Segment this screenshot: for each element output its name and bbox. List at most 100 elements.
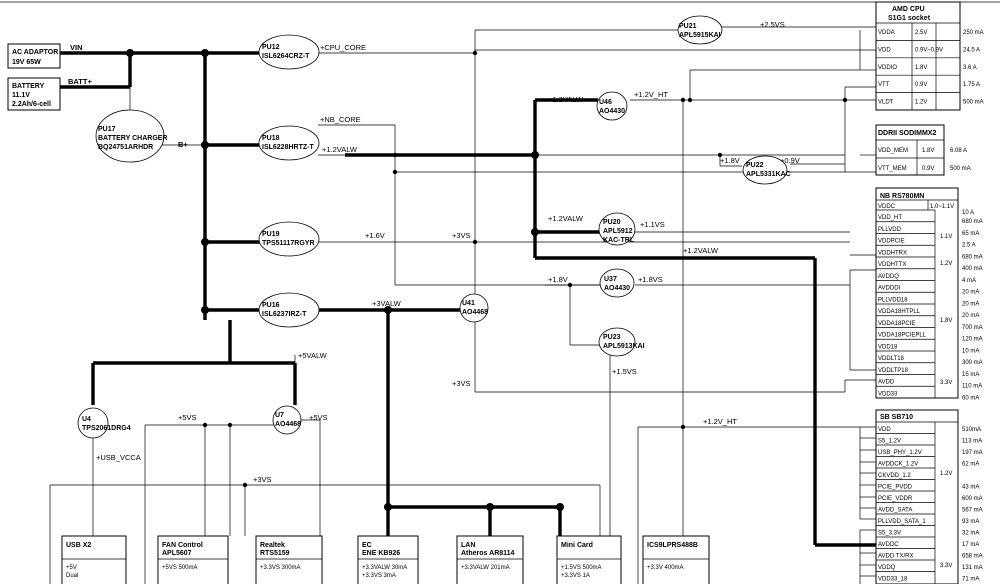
ddr-title: DDRII SODIMMX2 [878,130,936,137]
sb-pin-2: USB_PHY_1.2V [878,450,922,456]
load-name-3: EC [362,542,372,549]
pu17-part: BATTERY CHARGER [98,135,167,142]
pu18-ref: PU18 [262,135,280,142]
regulators: PU12 ISL6264CRZ-T PU17 BATTERY CHARGER B… [77,15,791,439]
nb-pin-13: VDDLTP18 [878,368,909,374]
sb-pin-4: CKVDD_1.2 [878,473,911,479]
nb-current-7: 20 mA [962,301,979,307]
cpu-subtitle: S1G1 socket [888,15,931,22]
pu17-part2: BQ24751ARHDR [98,144,153,151]
load-name2-2: RTS5159 [260,550,290,557]
pu19-regulator: PU19 TPS51117RGYR [258,221,320,257]
rail-usb-vcca: +USB_VCCA [96,453,141,462]
pu19-part: TPS51117RGYR [262,240,315,247]
u4-switch: U4 TPS2061DRG4 [77,407,131,439]
nb-current-5: 4 mA [962,278,976,284]
thick-wires [60,51,876,547]
sb-pin-8: PLLVDD_SATA_1 [878,519,926,525]
sb-pin-6: PCIE_VDDR [878,496,913,502]
nb-pin-0: VDD_HT [878,215,902,221]
pu21-ref: PU21 [679,23,697,30]
sb-current-5: 43 mA [962,485,979,491]
cpu-pin-0: VDDA [878,30,895,36]
rail-25vs: +2.5VS [760,20,785,29]
load-spec1-0: +5V [66,565,77,571]
battery-box: BATTERY 11.1V 2.2Ah/6-cell [7,77,61,111]
nb-pin-14: AVDD [878,380,895,386]
rail-3vs-c: +3VS [452,379,471,388]
u7-part: AO4468 [275,421,301,428]
rail-18vs: +1.8VS [638,275,663,284]
cpu-voltage-2: 1.8V [915,65,927,71]
nb-current-15: 60 mA [962,395,979,401]
u4-part: TPS2061DRG4 [82,425,131,432]
nb-current-6: 20 mA [962,290,979,296]
u37-switch: U37 AO4430 [599,268,635,298]
nb-pin-6: AVDDDI [878,286,901,292]
nb-pin-5: AVDDQ [878,274,899,280]
nb-pin-12: VDDLT18 [878,356,905,362]
rail-12v-ht-a: +1.2V_HT [634,90,668,99]
rail-batt: BATT+ [68,77,92,86]
nb-pin-2: VDDPCIE [878,239,905,245]
nb-current-11: 10 mA [962,348,979,354]
nb-vddc-voltage: 1.0~1.1V [930,204,954,210]
rail-11vs: +1.1VS [640,220,665,229]
nb-pin-4: VDDHTTX [878,262,906,268]
sb-current-11: 658 mA [962,554,983,560]
rail-vin: VIN [70,43,83,52]
pu20-part: APL5912 [603,228,633,235]
nb-current-8: 20 mA [962,313,979,319]
load-spec1-1: +5VS 500mA [162,565,198,571]
cpu-voltage-3: 0.9V [915,82,927,88]
sb-current-10: 17 mA [962,542,979,548]
pu23-ref: PU23 [603,334,621,341]
load-box-6: ICS9LPRS488B+3.3V 400mA [642,535,710,584]
pu20-part2: KAC-TRL [603,237,635,244]
load-name2-1: APL5607 [162,550,192,557]
sb-pin-12: VDDQ [878,565,896,571]
load-box-5: Mini Card+1.5VS 500mA+3.3VS 1A [556,535,622,584]
rail-labels: VIN BATT+ B+ +CPU_CORE +NB_CORE +1.2VALW… [68,20,800,484]
rail-12valw-c: +1.2VALW [548,214,584,223]
pu21-regulator: PU21 APL5915KAI [677,15,723,45]
ddr-pin-0: VDD_MEM [878,148,908,154]
nb-v12: 1.2V [940,261,952,267]
u7-switch: U7 AO4468 [272,405,302,435]
rail-09v: +0.9V [780,156,800,165]
pu21-part: APL5915KAI [679,32,721,39]
sb-current-13: 71 mA [962,577,979,583]
rail-5valw: +5VALW [298,351,328,360]
ac-adaptor-box: AC ADAPTOR 19V 65W [7,43,61,69]
rail-bplus: B+ [178,140,188,149]
cpu-voltage-4: 1.2V [915,100,927,106]
u41-part: AO4468 [462,309,488,316]
junction-dots [126,49,848,511]
nb-vddc-current: 10 A [962,210,974,216]
load-name-1: FAN Control [162,542,203,549]
sb-v33: 3.3V [940,563,952,569]
nb-pin-10: VDDA18PCIEPLL [878,333,927,339]
cpu-title: AMD CPU [892,6,925,13]
nb-pin-7: PLLVDD18 [878,297,908,303]
nb-current-13: 15 mA [962,372,979,378]
u46-ref: U46 [599,99,612,106]
sb-pin-7: AVDD_SATA [878,508,912,514]
nb-vddc: VDDC [878,204,896,210]
nb-current-9: 700 mA [962,325,983,331]
bat-label-1: BATTERY [12,83,45,90]
sb-current-9: 32 mA [962,531,979,537]
cpu-voltage-1: 0.9V–0.9V [915,47,943,53]
sb-current-8: 93 mA [962,519,979,525]
load-spec2-3: +3.3VS 3mA [362,573,396,579]
cpu-pin-3: VTT [878,82,890,88]
nb-current-2: 2.5 A [962,243,976,249]
